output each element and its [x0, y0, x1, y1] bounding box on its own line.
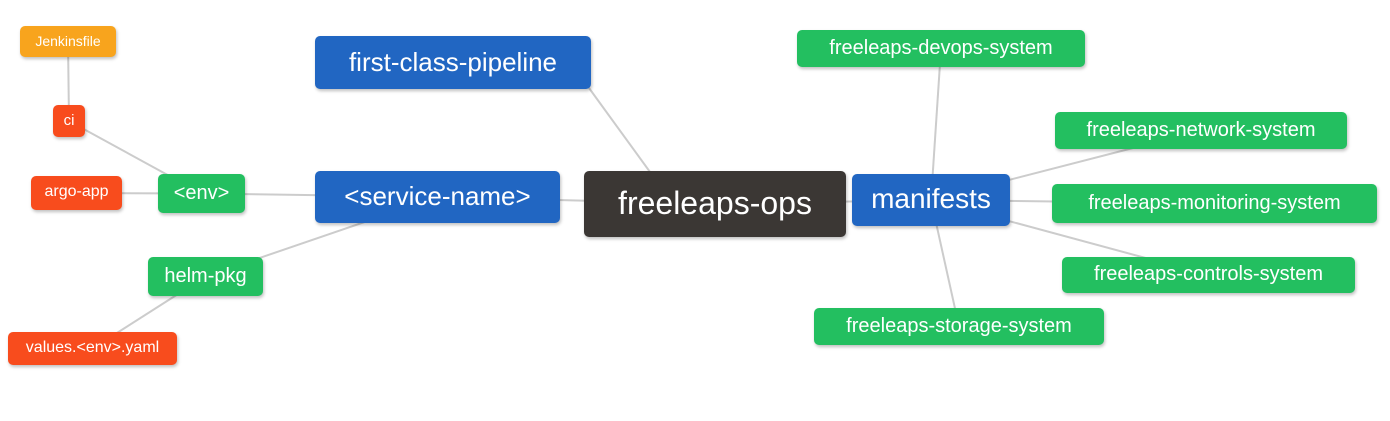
node-freeleaps-monitoring-system[interactable]: freeleaps-monitoring-system: [1052, 184, 1377, 223]
edge-first-class-pipeline-freeleaps-ops: [588, 87, 651, 173]
node-manifests[interactable]: manifests: [852, 174, 1010, 226]
node-freeleaps-devops-system[interactable]: freeleaps-devops-system: [797, 30, 1085, 67]
node-jenkinsfile[interactable]: Jenkinsfile: [20, 26, 116, 57]
node-freeleaps-storage-system[interactable]: freeleaps-storage-system: [814, 308, 1104, 345]
node-first-class-pipeline[interactable]: first-class-pipeline: [315, 36, 591, 89]
node-values-env-yaml[interactable]: values.<env>.yaml: [8, 332, 177, 365]
node-argo-app[interactable]: argo-app: [31, 176, 122, 210]
node-helm-pkg[interactable]: helm-pkg: [148, 257, 263, 296]
node-ci[interactable]: ci: [53, 105, 85, 137]
node-env[interactable]: <env>: [158, 174, 245, 213]
node-freeleaps-ops[interactable]: freeleaps-ops: [584, 171, 846, 237]
node-freeleaps-controls-system[interactable]: freeleaps-controls-system: [1062, 257, 1355, 293]
node-freeleaps-network-system[interactable]: freeleaps-network-system: [1055, 112, 1347, 149]
node-service-name[interactable]: <service-name>: [315, 171, 560, 223]
